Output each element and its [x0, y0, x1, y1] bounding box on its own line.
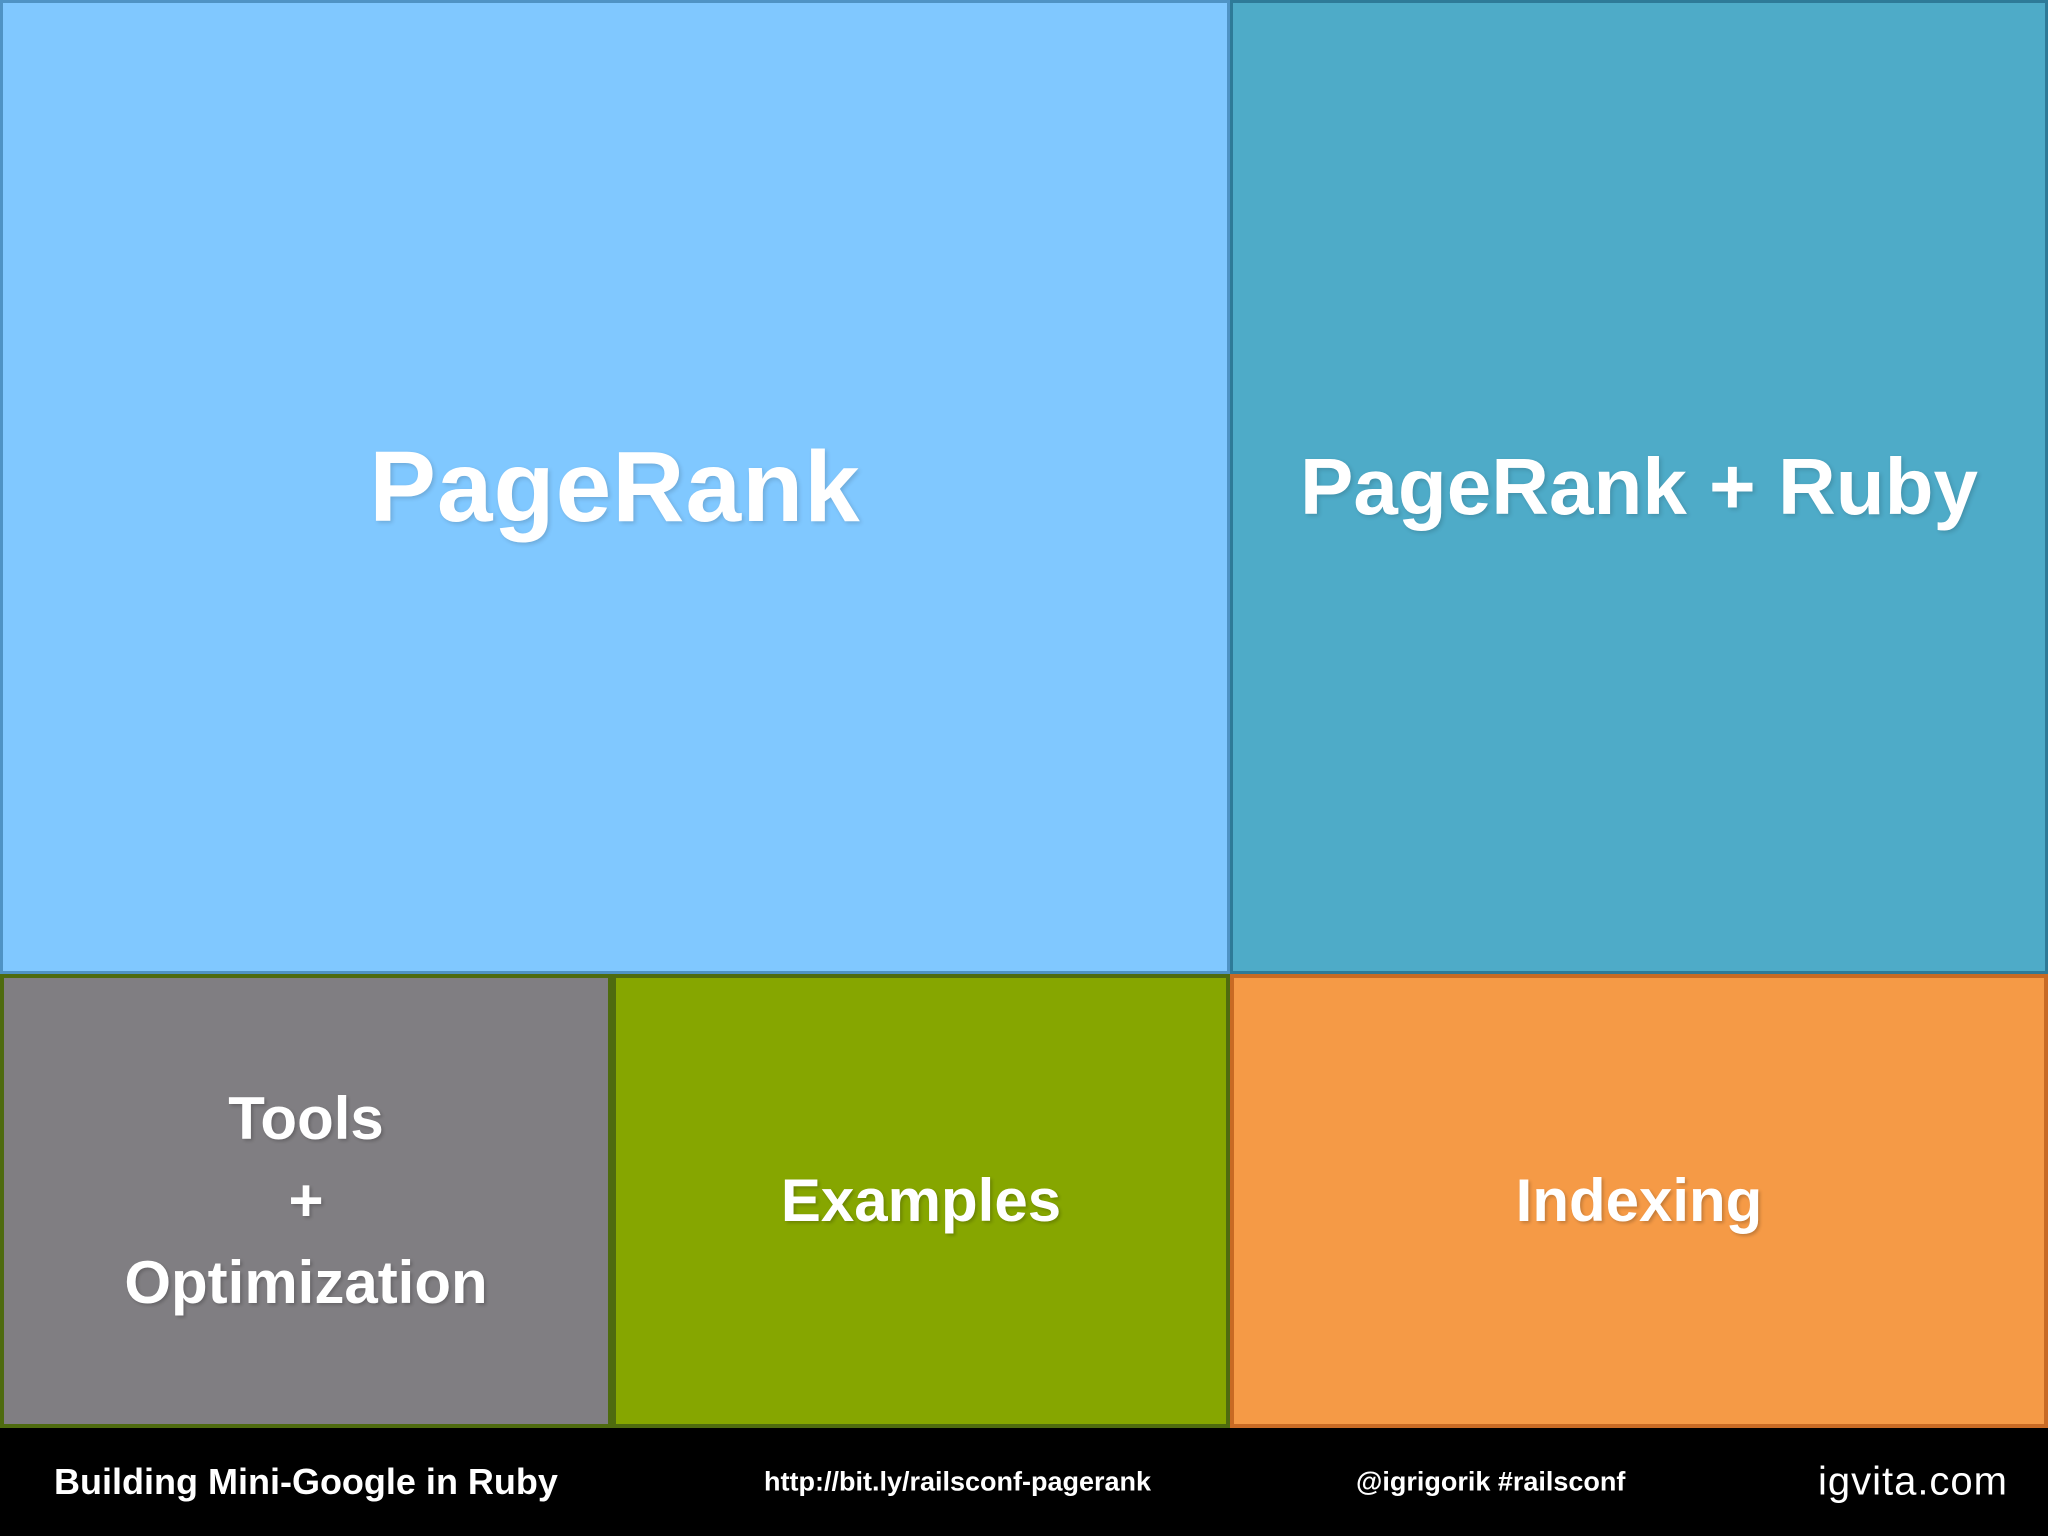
tile-examples: Examples	[612, 974, 1230, 1428]
tile-tools-label-stack: Tools + Optimization	[124, 1078, 487, 1324]
footer-twitter-handle: @igrigorik #railsconf	[1356, 1466, 1626, 1497]
footer-talk-title: Building Mini-Google in Ruby	[54, 1461, 558, 1502]
footer-bar: Building Mini-Google in Ruby http://bit.…	[0, 1428, 2048, 1536]
tile-pagerank-ruby-label: PageRank + Ruby	[1299, 442, 1978, 531]
tile-pagerank-ruby: PageRank + Ruby	[1230, 0, 2048, 974]
footer-url-link[interactable]: http://bit.ly/railsconf-pagerank	[764, 1466, 1152, 1497]
tile-tools-line-tools: Tools	[228, 1085, 384, 1152]
footer-site-logo: igvita.com	[1817, 1459, 2008, 1504]
tile-pagerank: PageRank	[0, 0, 1230, 974]
tile-pagerank-label: PageRank	[369, 430, 861, 543]
tile-indexing: Indexing	[1230, 974, 2048, 1428]
tile-tools-line-plus: +	[288, 1167, 324, 1234]
tile-examples-label: Examples	[780, 1167, 1062, 1234]
tile-tools-optimization: Tools + Optimization	[0, 974, 612, 1428]
tile-tools-line-optimization: Optimization	[124, 1249, 488, 1316]
tile-indexing-label: Indexing	[1515, 1167, 1763, 1234]
